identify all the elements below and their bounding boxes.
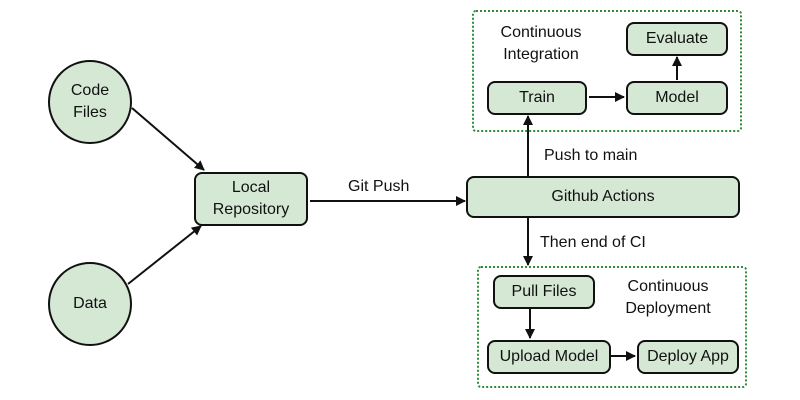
- push-to-main-label: Push to main: [544, 147, 638, 164]
- code-files-node: Code Files: [48, 60, 132, 144]
- model-node: Model: [626, 81, 728, 115]
- data-node: Data: [48, 262, 132, 346]
- edge-data-to-local-repository: [127, 225, 202, 285]
- edge-code-files-to-local-repository: [131, 107, 205, 171]
- continuous-deployment-group: [477, 266, 747, 388]
- continuous-integration-group: [472, 10, 742, 132]
- deploy-app-node: Deploy App: [637, 340, 739, 374]
- continuous-deployment-title: Continuous Deployment: [625, 278, 711, 317]
- pull-files-node: Pull Files: [493, 275, 595, 309]
- train-node: Train: [487, 81, 587, 115]
- evaluate-node: Evaluate: [626, 22, 728, 56]
- then-end-of-ci-label: Then end of CI: [540, 234, 646, 251]
- git-push-label: Git Push: [348, 178, 410, 195]
- github-actions-node: Github Actions: [466, 176, 740, 218]
- continuous-integration-title: Continuous Integration: [500, 24, 582, 63]
- local-repository-node: Local Repository: [194, 172, 308, 226]
- upload-model-node: Upload Model: [487, 340, 611, 374]
